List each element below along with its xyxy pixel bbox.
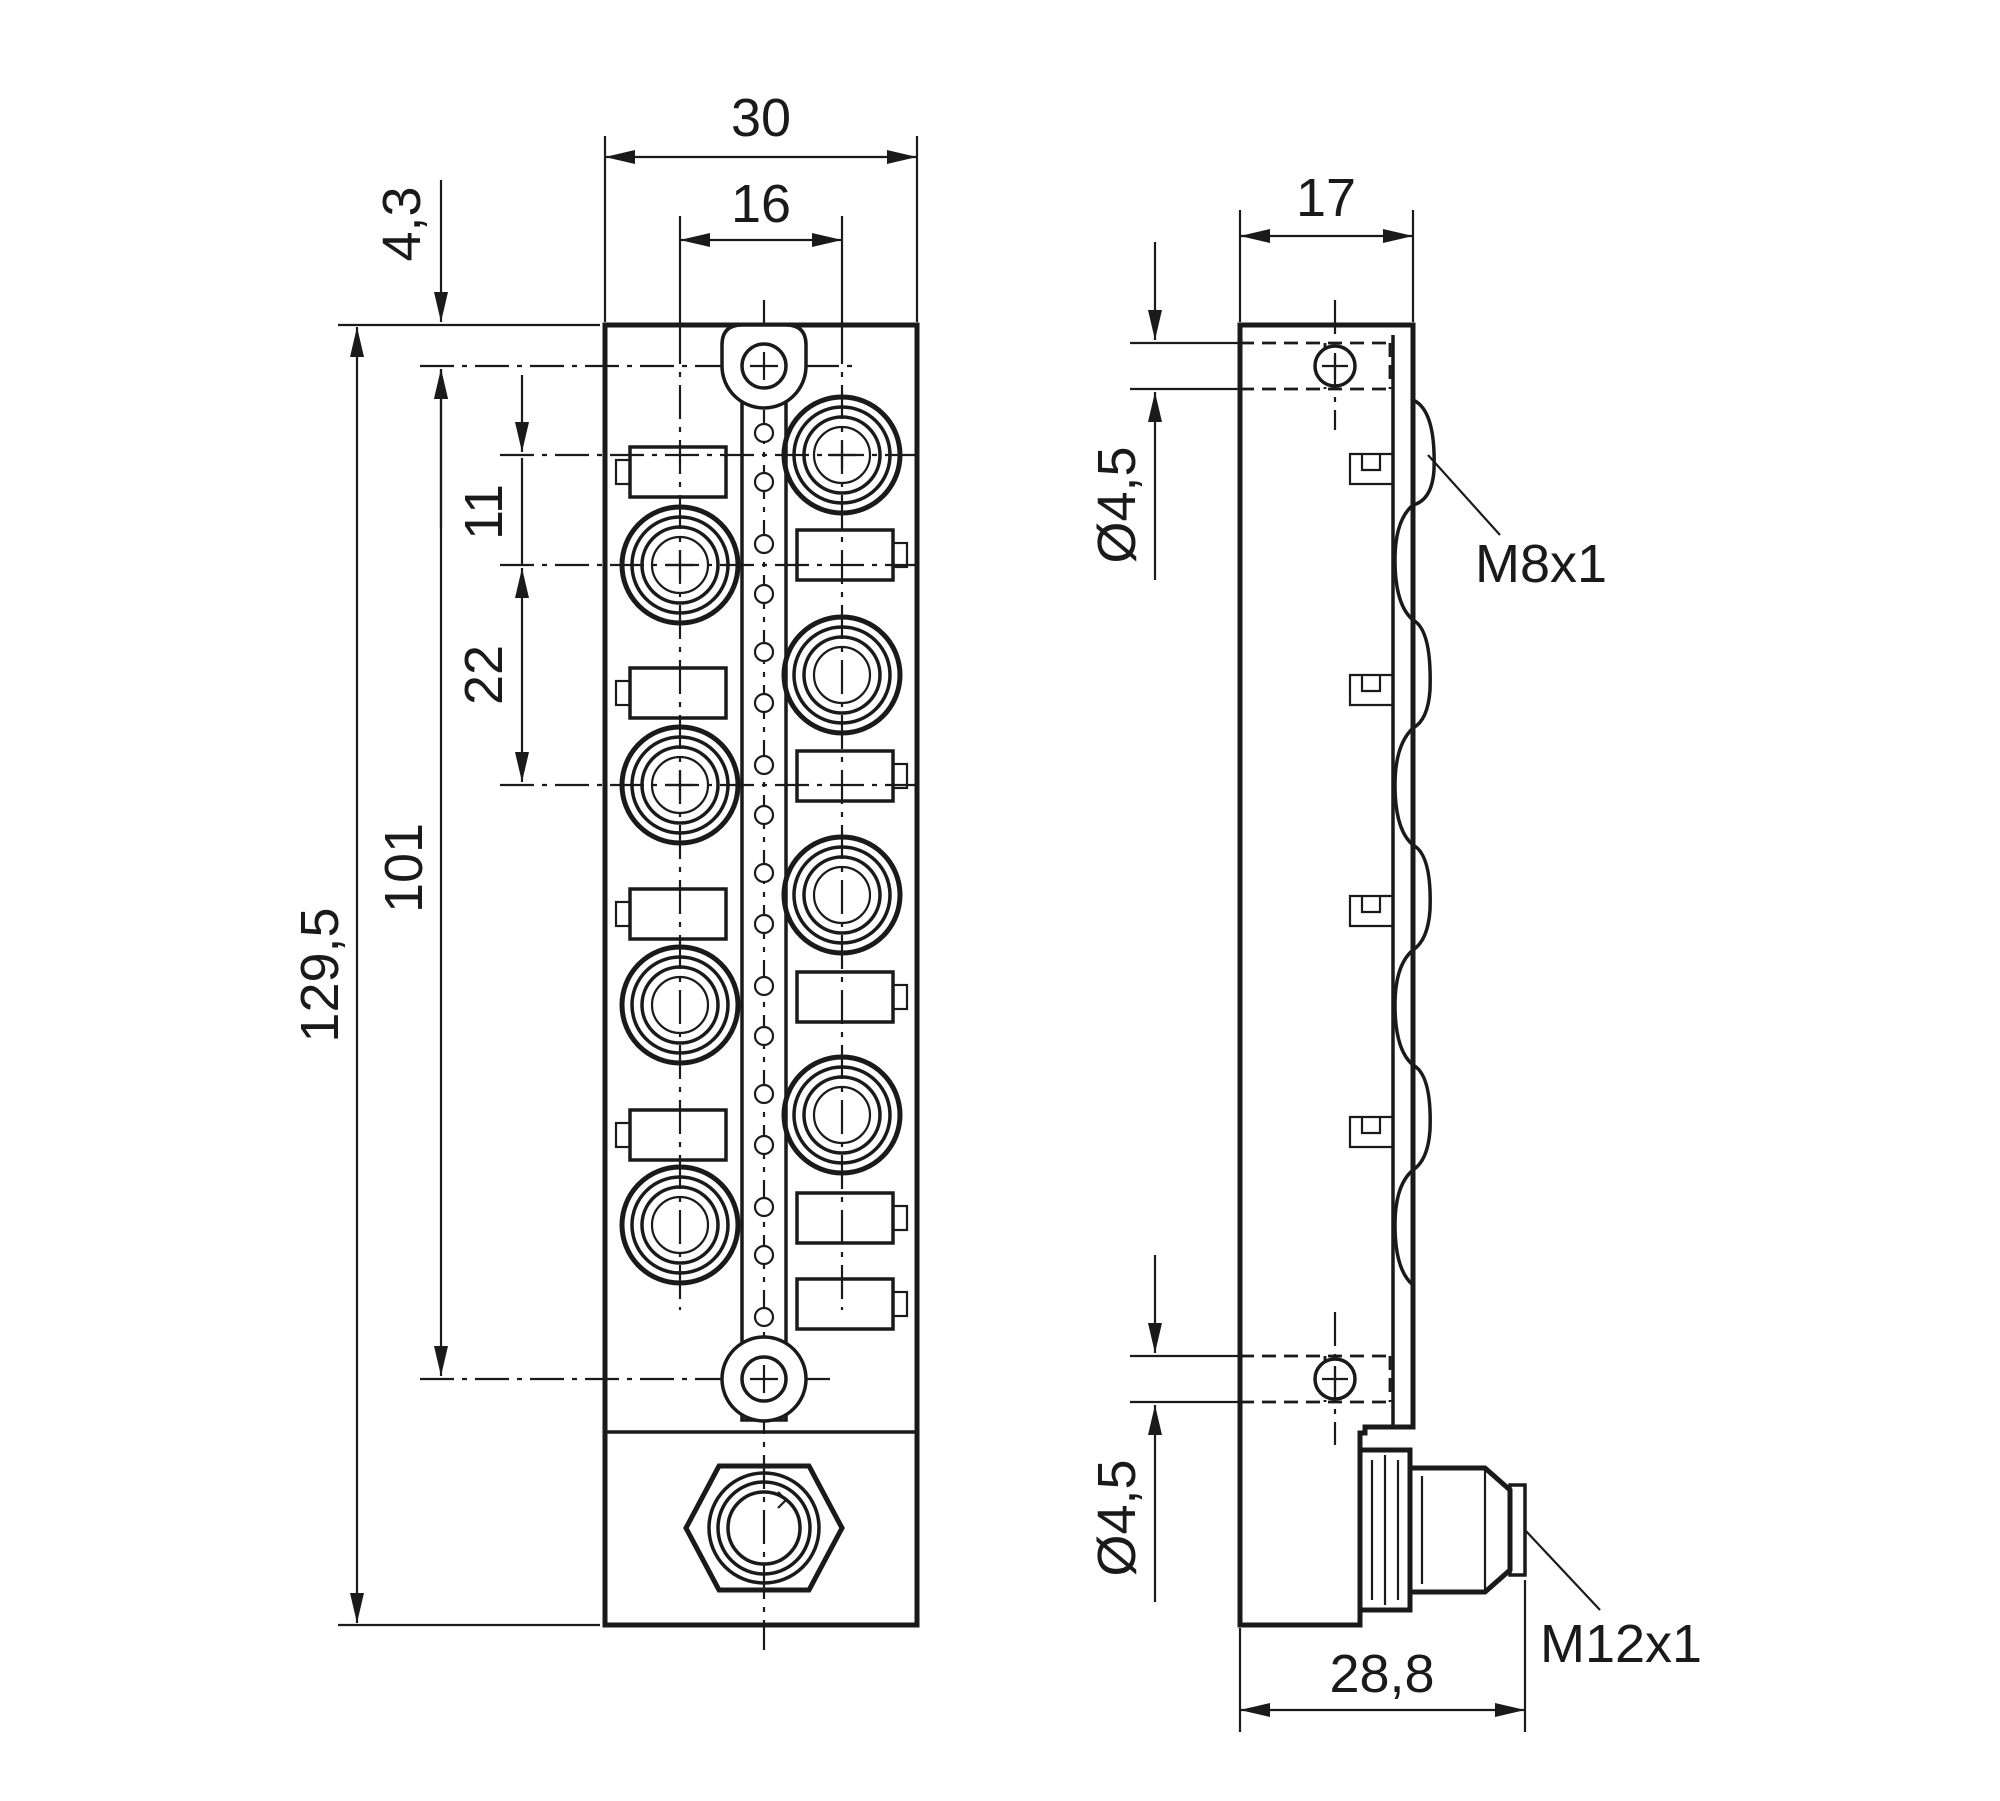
dim-depth-with-connector-label: 28,8	[1329, 1644, 1434, 1704]
front-view: 30 16 4,3 129,5 101	[290, 88, 920, 1650]
m8-sockets-right	[781, 394, 903, 1176]
dim-depth-label: 17	[1296, 168, 1356, 228]
dim-depth: 17	[1238, 168, 1415, 322]
dim-width-inner-label: 16	[731, 174, 791, 234]
dim-hole-dia-top-label: Ø4,5	[1087, 446, 1147, 563]
m8-socket	[619, 724, 741, 846]
dim-hole-pitch: 101	[374, 369, 448, 1376]
side-bottom-hole	[1130, 1312, 1392, 1445]
dim-hole-dia-bottom: Ø4,5	[1087, 1255, 1162, 1602]
dim-pitch-22-label: 22	[454, 645, 514, 705]
side-top-hole	[1130, 300, 1392, 430]
leader-m8: M8x1	[1427, 454, 1607, 594]
dim-top-offset-label: 4,3	[372, 186, 432, 261]
m8-socket	[781, 394, 903, 516]
front-housing	[602, 322, 920, 1628]
leader-m12: M12x1	[1524, 1529, 1702, 1674]
dim-pitch-11: 11	[454, 375, 529, 565]
side-tabs	[1348, 452, 1393, 1149]
m8-socket	[619, 504, 741, 626]
side-view: 17 Ø4,5 Ø4,5 28,8 M8x1 M12x	[1087, 168, 1702, 1732]
dim-height-overall-label: 129,5	[290, 907, 350, 1042]
m8-socket	[619, 1164, 741, 1286]
m12-connector-front	[683, 1463, 845, 1593]
label-m8: M8x1	[1475, 534, 1607, 594]
led-chain	[753, 422, 775, 1328]
dim-width-inner: 16	[678, 174, 844, 330]
label-windows-left	[614, 445, 728, 1162]
dim-hole-dia-top: Ø4,5	[1087, 242, 1162, 580]
m8-socket	[781, 834, 903, 956]
side-m12-connector	[1357, 1447, 1527, 1613]
dim-width-overall: 30	[603, 88, 919, 322]
m8-socket	[619, 944, 741, 1066]
dim-pitch-22: 22	[454, 568, 529, 782]
dim-hole-dia-bottom-label: Ø4,5	[1087, 1459, 1147, 1576]
m8-sockets-left	[619, 504, 741, 1286]
dim-depth-with-connector: 28,8	[1238, 1580, 1527, 1732]
dim-top-offset: 4,3	[372, 180, 448, 528]
side-m8-bumps	[1393, 398, 1436, 1287]
dim-hole-pitch-label: 101	[374, 823, 434, 913]
dim-pitch-11-label: 11	[454, 484, 514, 540]
label-windows-right	[795, 528, 909, 1331]
side-housing	[1237, 322, 1416, 1628]
dim-width-overall-label: 30	[731, 88, 791, 148]
m8-socket	[781, 614, 903, 736]
label-m12: M12x1	[1540, 1614, 1702, 1674]
m8-socket	[781, 1054, 903, 1176]
dim-height-overall: 129,5	[290, 327, 364, 1623]
